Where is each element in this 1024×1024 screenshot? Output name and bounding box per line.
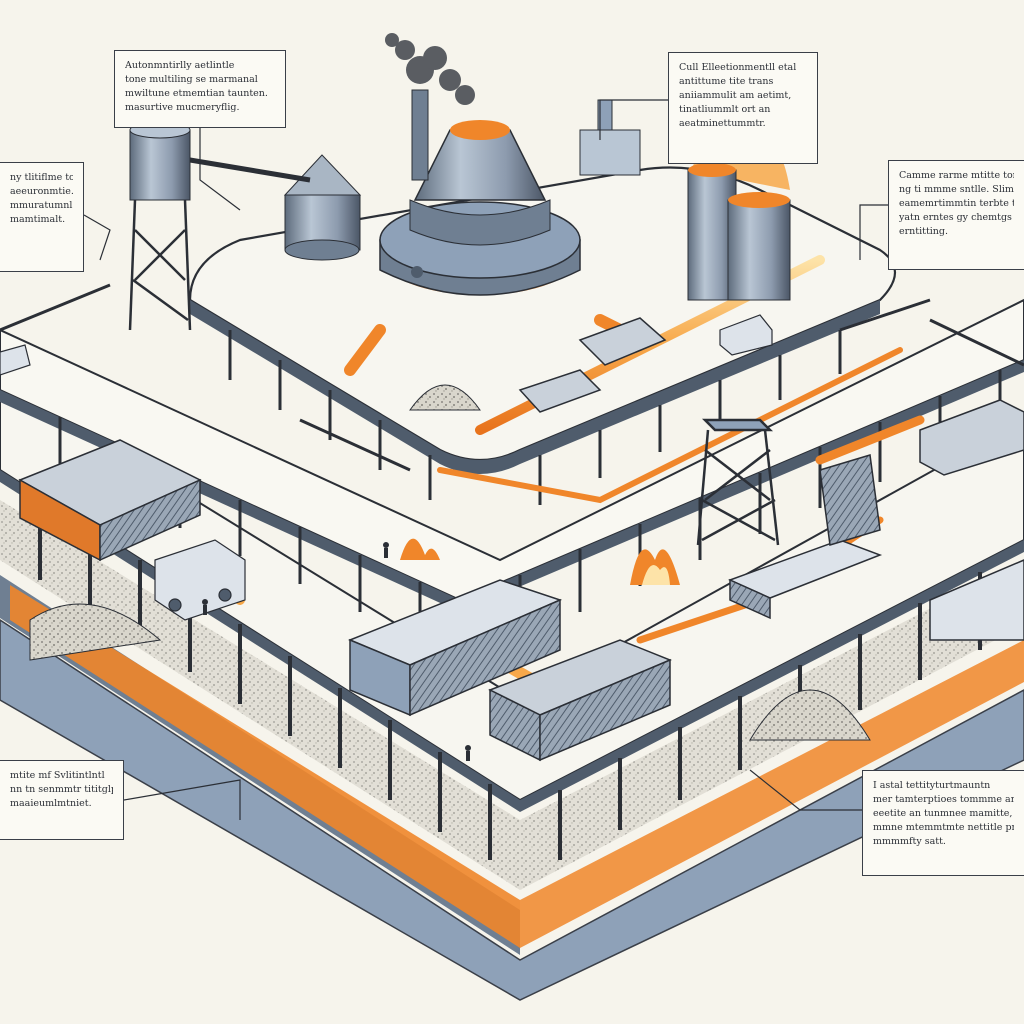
- callout-line: mamtimalt.: [10, 214, 66, 225]
- callout-line: erntitting.: [899, 226, 949, 237]
- steel-slab-stacks: [18, 317, 1024, 762]
- callout-line: maaieumlmtniet.: [10, 798, 92, 809]
- callout-line: aeatminettummtr.: [679, 118, 766, 129]
- callout-line: nn tn senmmtr tititglpt;: [10, 784, 113, 795]
- callout-line: I astal tettityturtmauntn: [873, 780, 991, 791]
- callout-line: mmmmfty satt.: [873, 836, 946, 847]
- callout-line: aniiammulit am aetimt,: [679, 90, 792, 101]
- blast-furnace: [379, 89, 581, 296]
- callout-line: Camme rarme mtitte tomlitt: [899, 170, 1014, 181]
- callout-line: mer tamterptioes tommme amtmal: [873, 794, 1014, 805]
- callout-line: eeetite an tunmnee mamitte,: [873, 808, 1013, 819]
- callout-line: antittume tite trans: [679, 76, 774, 87]
- callout-line: ny tlitiflme tonlit: [10, 172, 73, 183]
- callout-line: mtite mf Svlitintlntl: [10, 770, 105, 781]
- storage-silo: [283, 154, 362, 261]
- callout-leader-lines: [83, 99, 888, 820]
- smoke-plume: [385, 33, 475, 105]
- vehicles: [0, 314, 773, 621]
- callout-line: mwiltune etmemtian taunten.: [125, 88, 268, 99]
- open-fire: [400, 538, 680, 585]
- flaming-silos: [687, 142, 791, 301]
- callout-bottom-right: I astal tettityturtmauntn mer tamterptio…: [862, 770, 1024, 876]
- callout-top-right: Cull Elleetionmentll etal antittume tite…: [668, 52, 818, 164]
- callout-bottom-left: mtite mf Svlitintlntl nn tn senmmtr titi…: [0, 760, 124, 840]
- callout-top-left: Autonmntirlly aetlintle tone multiling s…: [114, 50, 286, 128]
- callout-line: Cull Elleetionmentll etal: [679, 62, 797, 73]
- callout-line: Autonmntirlly aetlintle: [125, 60, 235, 71]
- callout-line: tinatliummlt ort an: [679, 104, 771, 115]
- gravel-piles: [29, 384, 871, 741]
- callout-line: ng ti mmme sntlle. Slimut: [899, 184, 1014, 195]
- callout-right: Camme rarme mtitte tomlitt ng ti mmme sn…: [888, 160, 1024, 270]
- callout-line: tone multiling se marmanal: [125, 74, 258, 85]
- workers: [202, 542, 471, 761]
- conveyor-belts: [0, 283, 1024, 472]
- callout-line: eamemrtimmtin terbte tomte: [899, 198, 1014, 209]
- callout-left: ny tlitiflme tonlit aeeuronmtie. mmuratu…: [0, 162, 84, 272]
- control-building: [579, 99, 641, 176]
- callout-line: mmuratumnlatiftin: [10, 200, 73, 211]
- lattice-tower: [696, 418, 780, 546]
- callout-line: aeeuronmtie.: [10, 186, 73, 197]
- callout-line: yatn erntes gy chemtgs: [899, 212, 1012, 223]
- callout-line: mmne mtemmtmte nettitle prenite: [873, 822, 1014, 833]
- callout-line: masurtive mucmeryflig.: [125, 102, 240, 113]
